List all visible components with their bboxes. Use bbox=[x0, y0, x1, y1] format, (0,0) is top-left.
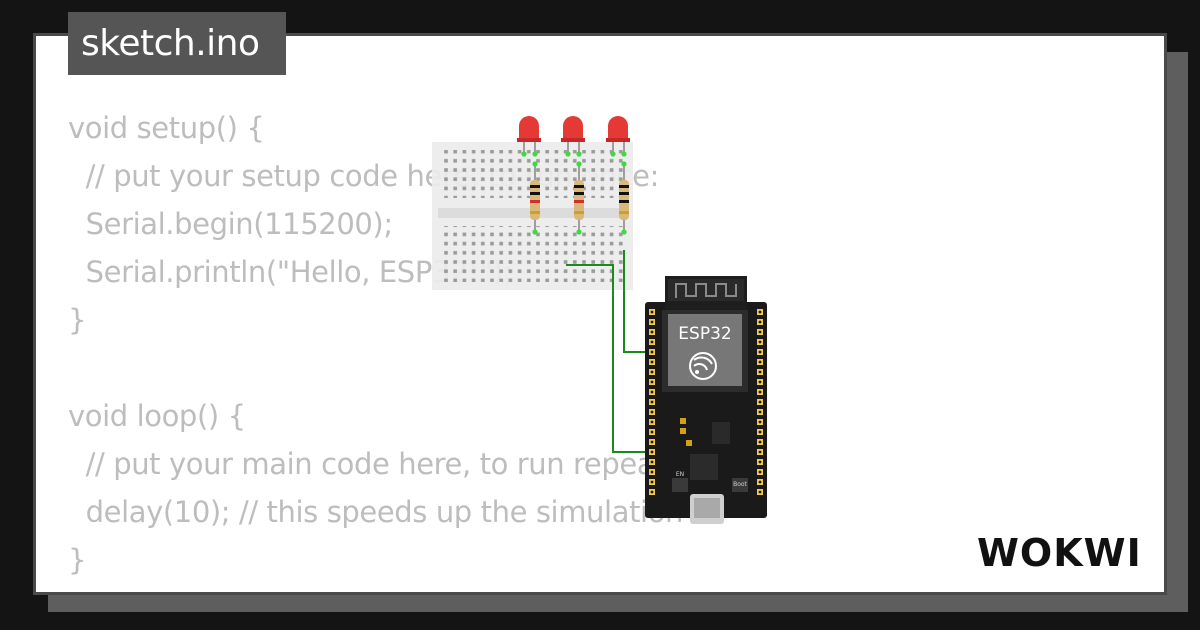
header-pin-hole bbox=[758, 440, 762, 444]
resistor-3[interactable] bbox=[619, 161, 629, 235]
header-pin-hole bbox=[650, 330, 654, 334]
header-pin-hole bbox=[758, 460, 762, 464]
code-line: Serial.begin(115200); bbox=[68, 207, 393, 241]
header-pin-hole bbox=[650, 410, 654, 414]
header-pin-hole bbox=[650, 460, 654, 464]
file-tab[interactable]: sketch.ino bbox=[68, 12, 286, 75]
espressif-logo-icon bbox=[689, 352, 717, 380]
pin-header-right bbox=[757, 309, 763, 495]
header-pin-hole bbox=[758, 390, 762, 394]
header-pin-hole bbox=[650, 470, 654, 474]
header-pin-hole bbox=[650, 320, 654, 324]
led-2[interactable] bbox=[561, 116, 585, 157]
header-pin-hole bbox=[758, 350, 762, 354]
preview-card bbox=[33, 33, 1167, 595]
header-pin-hole bbox=[758, 430, 762, 434]
header-pin-hole bbox=[758, 330, 762, 334]
header-pin-hole bbox=[650, 490, 654, 494]
header-pin-hole bbox=[650, 340, 654, 344]
header-pin-hole bbox=[650, 360, 654, 364]
code-line: void setup() { bbox=[68, 111, 265, 145]
header-pin-hole bbox=[650, 380, 654, 384]
code-line: } bbox=[68, 303, 87, 337]
header-pin-hole bbox=[758, 400, 762, 404]
header-pin-hole bbox=[758, 370, 762, 374]
chip-label: ESP32 bbox=[678, 324, 731, 344]
wire[interactable] bbox=[566, 250, 652, 453]
header-pin-hole bbox=[758, 410, 762, 414]
file-tab-label: sketch.ino bbox=[81, 23, 260, 64]
header-pin-hole bbox=[650, 430, 654, 434]
code-line: void loop() { bbox=[68, 399, 246, 433]
wokwi-logo: WOKWI bbox=[977, 531, 1142, 575]
header-pin-hole bbox=[650, 400, 654, 404]
header-pin-hole bbox=[650, 440, 654, 444]
pin-header-left bbox=[649, 309, 655, 495]
esp32-board[interactable]: ESP32 Boot EN bbox=[645, 276, 767, 524]
header-pin-hole bbox=[758, 450, 762, 454]
header-pin-hole bbox=[650, 370, 654, 374]
wokwi-logo-text: WOKWI bbox=[977, 531, 1142, 575]
code-line: } bbox=[68, 543, 87, 577]
boot-label: Boot bbox=[733, 481, 747, 488]
header-pin-hole bbox=[758, 380, 762, 384]
header-pin-hole bbox=[758, 490, 762, 494]
resistor-1[interactable] bbox=[530, 161, 540, 235]
header-pin-hole bbox=[650, 420, 654, 424]
header-pin-hole bbox=[650, 310, 654, 314]
header-pin-hole bbox=[758, 310, 762, 314]
header-pin-hole bbox=[650, 350, 654, 354]
header-pin-hole bbox=[650, 480, 654, 484]
header-pin-hole bbox=[758, 320, 762, 324]
header-pin-hole bbox=[650, 390, 654, 394]
led-1[interactable] bbox=[517, 116, 541, 157]
led-3[interactable] bbox=[606, 116, 630, 157]
header-pin-hole bbox=[650, 450, 654, 454]
header-pin-hole bbox=[758, 470, 762, 474]
header-pin-hole bbox=[758, 360, 762, 364]
header-pin-hole bbox=[758, 340, 762, 344]
header-pin-hole bbox=[758, 480, 762, 484]
header-pin-hole bbox=[758, 420, 762, 424]
en-label: EN bbox=[676, 471, 684, 478]
resistor-2[interactable] bbox=[574, 161, 584, 235]
